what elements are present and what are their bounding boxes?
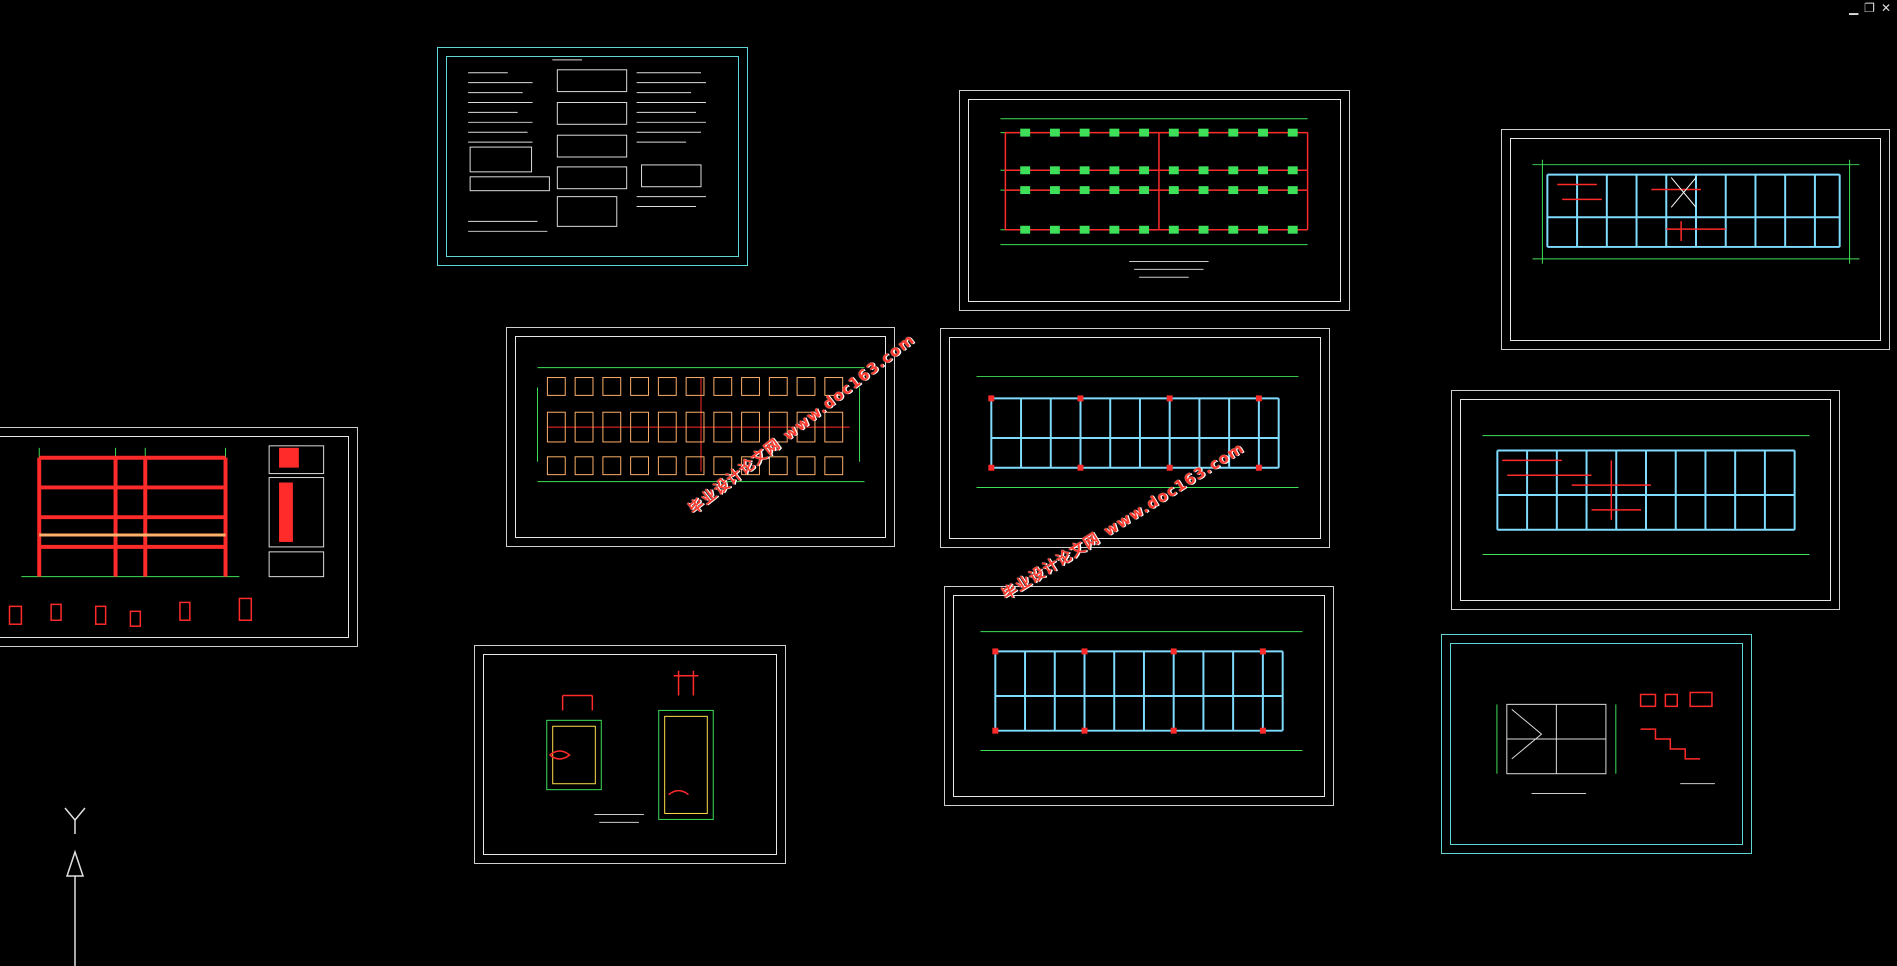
- floor-plan-lower-drawing: [980, 631, 1303, 751]
- sheet-border: [953, 595, 1325, 797]
- ucs-y-label: Y: [75, 847, 76, 849]
- stair-detail-drawing: [1496, 691, 1715, 795]
- drawing-sheet-floor-plan-right[interactable]: [1451, 390, 1840, 610]
- foundation-detail-drawing: [546, 670, 714, 823]
- column-layout-drawing: [1000, 118, 1309, 278]
- drawing-sheet-foundation-detail[interactable]: [474, 645, 786, 864]
- drawing-sheet-floor-plan-middle[interactable]: [940, 328, 1330, 548]
- frame-elevation-drawing: [8, 445, 325, 627]
- minimize-button[interactable]: ▁: [1848, 1, 1859, 15]
- sheet-border: [968, 99, 1341, 302]
- close-button[interactable]: ✕: [1880, 1, 1891, 15]
- drawing-sheet-floor-plan-lower[interactable]: [944, 586, 1334, 806]
- drawing-sheet-design-notes[interactable]: [437, 47, 748, 266]
- sheet-border: [483, 654, 777, 855]
- ucs-axis-icon: Y: [64, 807, 86, 966]
- floor-plan-right-drawing: [1482, 435, 1810, 555]
- foundation-plan-drawing: [537, 367, 865, 483]
- drawing-sheet-foundation-plan[interactable]: [506, 327, 895, 547]
- drawing-sheet-column-layout-plan[interactable]: [959, 90, 1350, 311]
- sheet-border: [1510, 138, 1881, 341]
- sheet-border: [0, 436, 349, 638]
- drawing-sheet-floor-plan-top-right[interactable]: [1501, 129, 1890, 350]
- restore-button[interactable]: ❐: [1864, 1, 1875, 15]
- sheet-border: [446, 56, 739, 257]
- sheet-border: [515, 336, 886, 538]
- sheet-border: [1460, 399, 1831, 601]
- sheet-border: [949, 337, 1321, 539]
- drawing-sheet-stair-detail[interactable]: [1441, 634, 1752, 854]
- design-notes-drawing: [468, 59, 706, 232]
- sheet-border: [1450, 643, 1743, 845]
- drawing-sheet-frame-elevation[interactable]: [0, 427, 358, 647]
- floor-plan-middle-drawing: [976, 376, 1299, 489]
- floor-plan-top-right-drawing: [1532, 159, 1860, 264]
- window-controls: ▁ ❐ ✕: [1843, 0, 1897, 16]
